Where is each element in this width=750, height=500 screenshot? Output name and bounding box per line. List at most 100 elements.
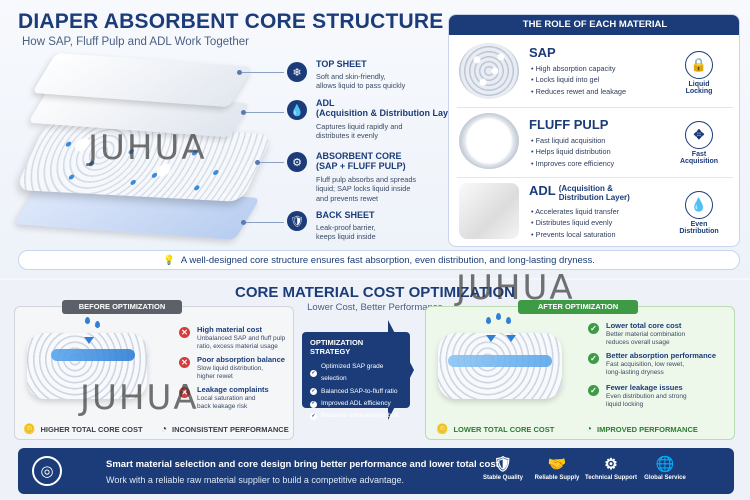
coins-icon: 🪙 (23, 423, 36, 435)
connector-line (237, 70, 284, 75)
shield-check-icon: 🛡 (493, 456, 513, 473)
arrows-icon: ✥ (685, 121, 713, 149)
layer-title: BACK SHEET (316, 210, 375, 220)
after-optimization-panel: ✓ Lower total core cost Better material … (425, 306, 735, 440)
issue-desc: Local saturation and back leakage risk (197, 395, 256, 411)
droplet-icon (85, 317, 90, 324)
check-icon: ✓ (588, 385, 599, 396)
check-icon: ✓ (588, 323, 599, 334)
arrow-down-icon (84, 337, 94, 344)
layer-desc: Fluff pulp absorbs and spreads liquid; S… (316, 175, 417, 203)
section-subtitle: Lower Cost, Better Performance (307, 302, 443, 313)
target-icon: ◎ (32, 456, 62, 486)
droplet-icon (486, 317, 491, 324)
connector-line (255, 160, 284, 165)
before-optimization-panel: ✕ High material cost Unbalanced SAP and … (14, 306, 294, 440)
droplet-icon: 💧 (287, 100, 307, 120)
handshake-icon: 🤝 (547, 456, 567, 473)
lock-icon: 🔒 (685, 51, 713, 79)
x-icon: ✕ (179, 327, 190, 338)
material-points: Accelerates liquid transfer Distributes … (531, 206, 619, 240)
material-name: SAP (529, 45, 556, 60)
watermark: JUHUA (88, 128, 207, 168)
material-points: Fast liquid acquisition Helps liquid dis… (531, 135, 615, 169)
gauge-icon: ◔ (161, 423, 168, 435)
fluff-pulp-image (459, 113, 519, 169)
before-footer-right: ◔INCONSISTENT PERFORMANCE (161, 423, 289, 435)
arrow-down-icon (486, 335, 496, 342)
optimization-strategy: OPTIMIZATION STRATEGY ✓Optimized SAP gra… (302, 332, 410, 421)
material-role-panel: THE ROLE OF EACH MATERIAL SAP High absor… (448, 14, 740, 247)
coins-icon: 🪙 (436, 423, 449, 435)
feature-stable-quality: 🛡Stable Quality (468, 455, 538, 481)
globe-icon: 🌐 (655, 456, 675, 473)
before-footer-left: 🪙HIGHER TOTAL CORE COST (23, 423, 143, 435)
before-label: BEFORE OPTIMIZATION (62, 300, 182, 314)
shield-icon: 🛡 (287, 211, 307, 231)
issue-desc: Slow liquid distribution, higher rewet (197, 365, 264, 381)
summary-banner: 💡 A well-designed core structure ensures… (18, 250, 740, 270)
after-footer-right: ◔IMPROVED PERFORMANCE (586, 423, 698, 435)
layer-desc: Captures liquid rapidly and distributes … (316, 122, 403, 141)
liquid-band (448, 355, 552, 367)
x-icon: ✕ (179, 357, 190, 368)
connector-line (241, 220, 284, 225)
adl-image (459, 183, 519, 239)
material-points: High absorption capacity Locks liquid in… (531, 63, 626, 97)
strategy-item: ✓Improved ADL efficiency (310, 400, 391, 408)
check-icon: ✓ (588, 353, 599, 364)
material-badge: 💧 Even Distribution (669, 191, 729, 235)
layer-title: ABSORBENT CORE (SAP + FLUFF PULP) (316, 151, 406, 171)
gear-icon: ⚙ (287, 152, 307, 172)
droplet-icon (496, 313, 501, 320)
benefit-desc: Better material combination reduces over… (606, 331, 686, 347)
watermark: JUHUA (80, 378, 199, 418)
droplet-icon (95, 321, 100, 328)
material-name: FLUFF PULP (529, 117, 609, 132)
benefit-desc: Even distribution and strong liquid lock… (606, 393, 687, 409)
core-illustration (27, 333, 147, 399)
issue-desc: Unbalanced SAP and fluff pulp ratio, exc… (197, 335, 286, 351)
arrow-down-icon (506, 335, 516, 342)
droplet-icon: 💧 (685, 191, 713, 219)
page-subtitle: How SAP, Fluff Pulp and ADL Work Togethe… (22, 36, 249, 48)
check-icon: ✓ (310, 369, 317, 377)
layer-desc: Soft and skin-friendly, allows liquid to… (316, 72, 406, 91)
section-title: CORE MATERIAL COST OPTIMIZATION (235, 284, 515, 301)
role-panel-title: THE ROLE OF EACH MATERIAL (449, 15, 739, 35)
feature-global-service: 🌐Global Service (630, 455, 700, 481)
material-name: ADL (Acquisition & Distribution Layer) (529, 183, 630, 202)
strategy-item: ✓Reduced unnecessary bulk (310, 412, 400, 421)
lightbulb-icon: 💡 (163, 254, 175, 266)
strategy-item: ✓Optimized SAP grade selection (310, 363, 384, 383)
bottom-sub-text: Work with a reliable raw material suppli… (106, 475, 404, 485)
connector-line (241, 110, 284, 115)
x-icon: ✕ (179, 387, 190, 398)
strategy-title: OPTIMIZATION STRATEGY (310, 338, 364, 356)
check-icon: ✓ (310, 388, 317, 396)
benefit-title: Lower total core cost (606, 321, 682, 330)
after-footer-left: 🪙LOWER TOTAL CORE COST (436, 423, 555, 435)
divider (457, 107, 733, 108)
benefit-title: Fewer leakage issues (606, 383, 683, 392)
liquid-band (51, 349, 135, 361)
layer-title: ADL (Acquisition & Distribution Layer) (316, 98, 460, 118)
benefit-desc: Fast acquisition, low rewet, long-lastin… (606, 361, 685, 377)
gauge-icon: ◔ (586, 423, 593, 435)
sap-image (459, 43, 519, 99)
after-label: AFTER OPTIMIZATION (518, 300, 638, 314)
page-title: DIAPER ABSORBENT CORE STRUCTURE (18, 10, 444, 33)
issue-title: Leakage complaints (197, 385, 269, 394)
droplet-icon (506, 317, 511, 324)
bottom-main-text: Smart material selection and core design… (106, 459, 502, 470)
divider (457, 177, 733, 178)
strategy-item: ✓Balanced SAP-to-fluff ratio (310, 387, 398, 396)
benefit-title: Better absorption performance (606, 351, 717, 360)
layer-title: TOP SHEET (316, 59, 367, 69)
material-badge: 🔒 Liquid Locking (669, 51, 729, 95)
bottom-bar (18, 448, 734, 494)
issue-title: Poor absorption balance (197, 355, 285, 364)
check-icon: ✓ (310, 400, 317, 408)
check-icon: ✓ (310, 412, 317, 421)
material-badge: ✥ Fast Acquisition (669, 121, 729, 165)
